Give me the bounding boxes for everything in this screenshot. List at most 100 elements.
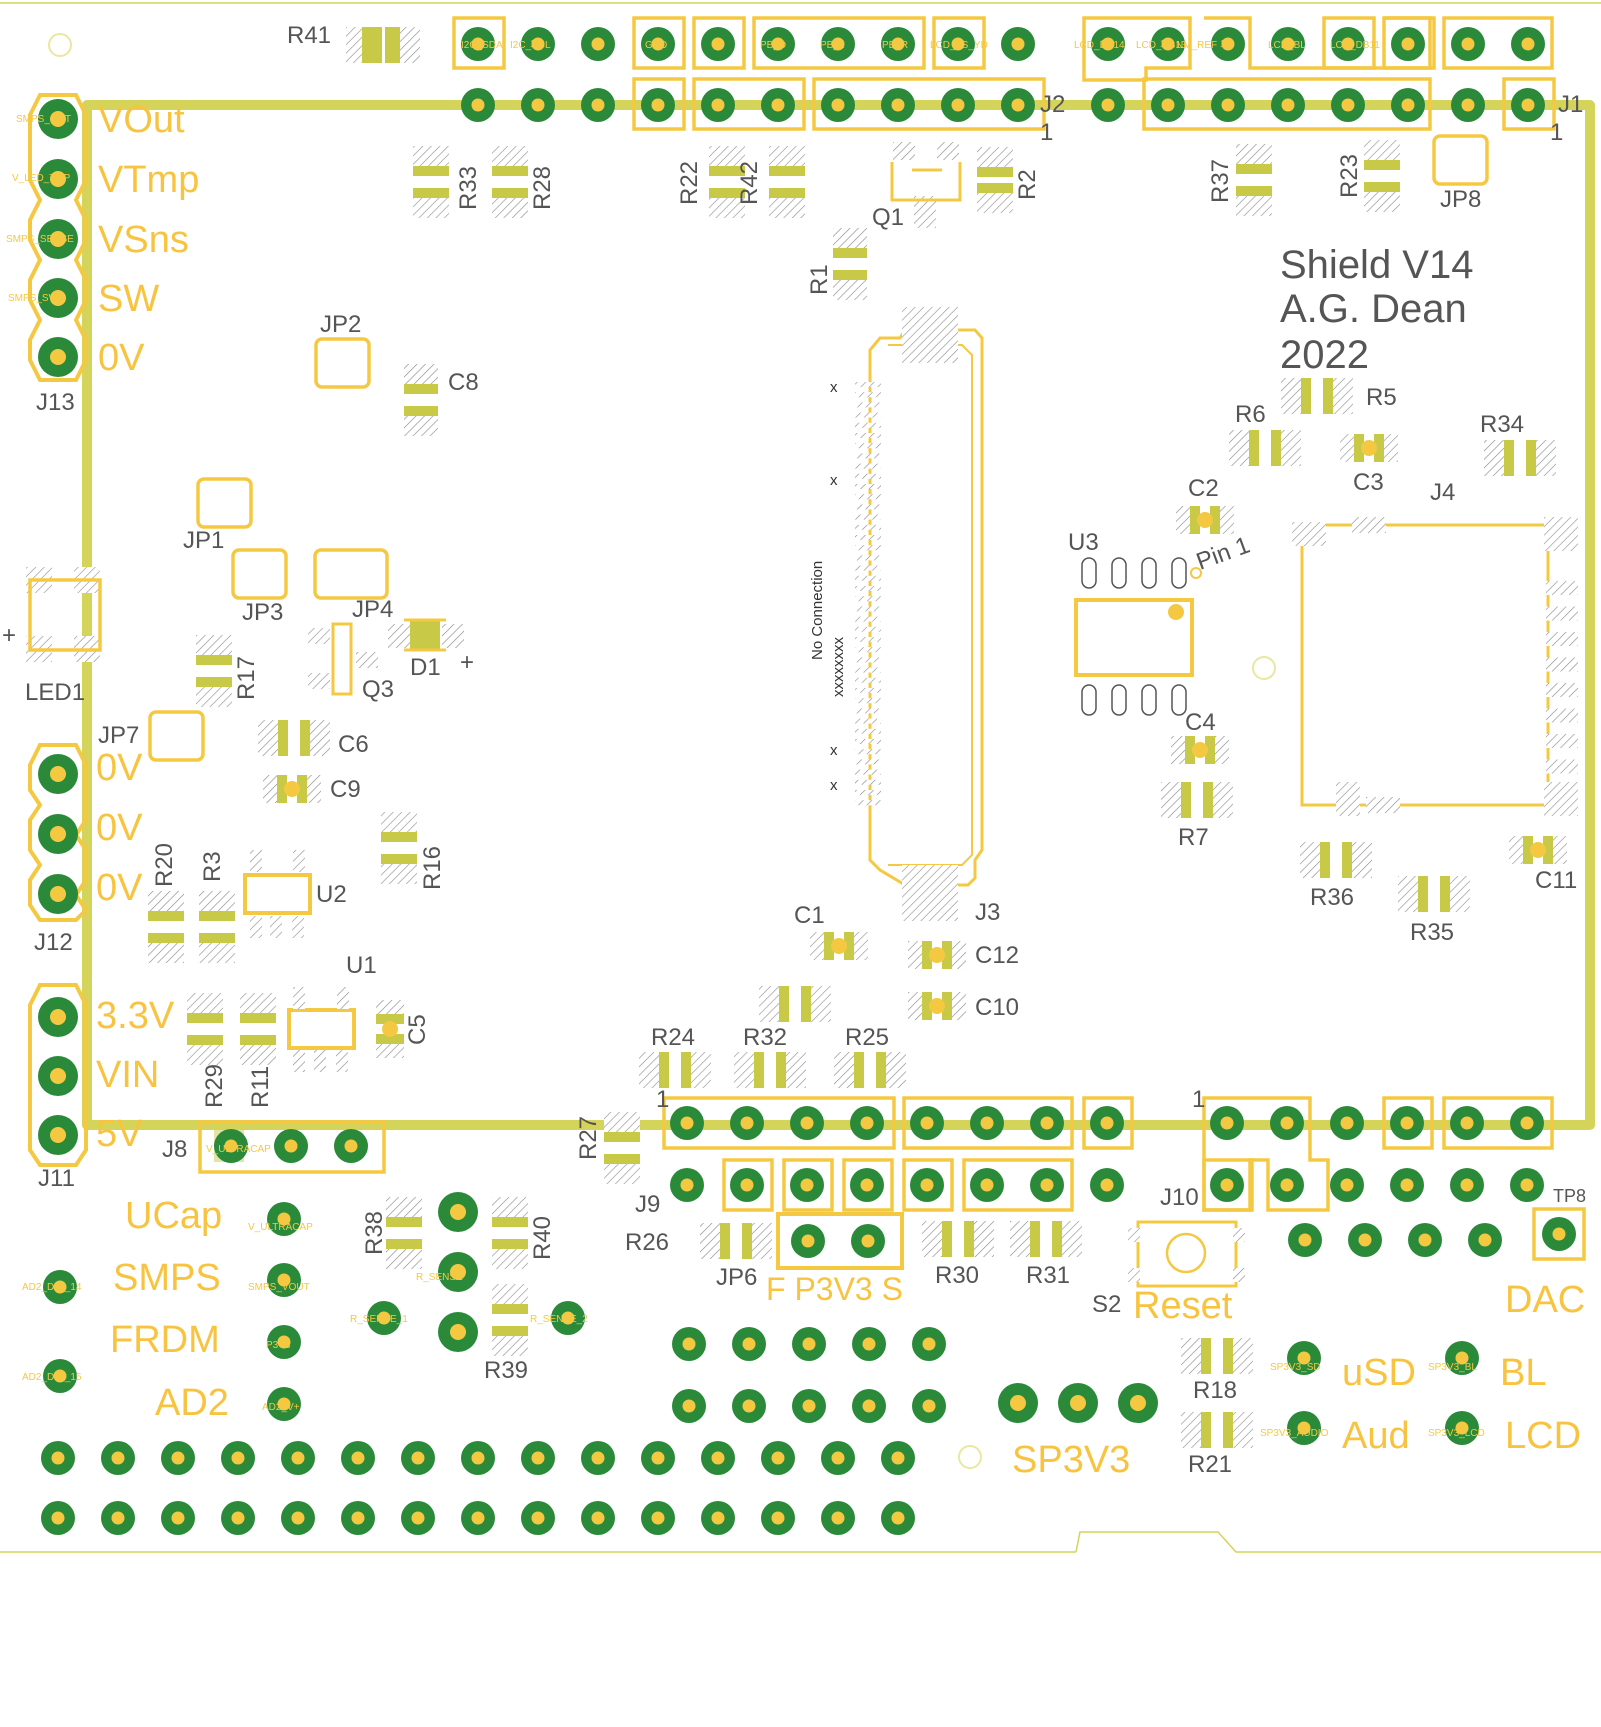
u3-pin1-label: Pin 1	[1193, 532, 1254, 576]
ad2-via	[521, 1501, 555, 1535]
jp6-refdes: JP6	[716, 1264, 757, 1291]
net-pb-l: PB_L	[820, 40, 845, 51]
r39-part	[492, 1284, 528, 1356]
board-outline	[0, 2, 1601, 1553]
header-via	[1030, 1168, 1064, 1202]
c4-part	[1171, 736, 1229, 764]
r7-part	[1161, 782, 1233, 818]
ad2-via	[341, 1501, 375, 1535]
lcd-label: LCD	[1505, 1415, 1581, 1457]
ad2-via	[521, 1441, 555, 1475]
ad2-via	[912, 1327, 946, 1361]
ad2-via	[461, 1501, 495, 1535]
j3-pin	[855, 545, 881, 551]
label-ad2: AD2	[155, 1382, 229, 1424]
pin-top-j1-10: 10	[1281, 39, 1293, 50]
c1-refdes: C1	[794, 902, 825, 929]
q3	[308, 622, 378, 696]
net-ad2-dio-14: AD2_DIO_14	[22, 1282, 82, 1293]
j9-pin1: 1	[656, 1086, 669, 1113]
ad2-via	[41, 1441, 75, 1475]
r21-part	[1181, 1412, 1253, 1448]
j3-pin	[855, 688, 881, 693]
net-ad2-dio-15: AD2_DIO_15	[22, 1372, 82, 1383]
r6-part	[1229, 430, 1301, 466]
r23-refdes: R23	[1336, 154, 1363, 198]
r37-part	[1236, 144, 1272, 216]
pin-top-j1-6: 6	[1404, 39, 1410, 50]
r2-refdes: R2	[1014, 169, 1041, 200]
ad2-via	[761, 1501, 795, 1535]
j3-pin	[855, 524, 881, 530]
j3-pin	[855, 433, 881, 438]
r22-part	[709, 146, 745, 218]
led1-refdes: LED1	[25, 679, 85, 706]
c5-refdes: C5	[404, 1014, 431, 1045]
r29-part	[187, 993, 223, 1065]
j3-pin	[855, 484, 881, 489]
u3-ic	[1074, 557, 1202, 716]
r18-refdes: R18	[1193, 1377, 1237, 1404]
u2-refdes: U2	[316, 881, 347, 908]
sp3v3-label: SP3V3	[1012, 1439, 1130, 1481]
u1	[287, 987, 356, 1072]
j3-pin	[855, 596, 881, 602]
j2-pin1: 1	[1040, 119, 1053, 146]
header-via	[850, 1168, 884, 1202]
r17-part	[196, 635, 232, 707]
net-sp3v3-audio: SP3V3_AUDIO	[1260, 1428, 1329, 1439]
mount-hole-1	[48, 33, 72, 57]
j12-refdes: J12	[34, 929, 73, 956]
q1	[890, 142, 962, 228]
r38-refdes: R38	[361, 1211, 388, 1255]
net-i2c-scl: I2C_SCL	[510, 40, 551, 51]
led1-plus: +	[2, 622, 16, 649]
header-via	[1390, 1168, 1424, 1202]
r30-refdes: R30	[935, 1262, 979, 1289]
j3-refdes: J3	[975, 899, 1000, 926]
pin-top-j1-4: 4	[1464, 39, 1470, 50]
r33-part	[413, 146, 449, 218]
d1-plus: +	[460, 649, 474, 676]
header-via	[910, 1168, 944, 1202]
j3-pin	[855, 769, 881, 775]
c3-part	[1340, 434, 1398, 462]
r32-extra-part	[759, 986, 831, 1022]
mount-hole-3	[958, 1445, 982, 1469]
header-via	[670, 1168, 704, 1202]
net-lcd-db11: LCD_DB11	[1330, 40, 1380, 51]
j13-label-vsns: VSns	[98, 219, 189, 261]
j1-pin1: 1	[1550, 119, 1563, 146]
d1	[388, 618, 464, 652]
ad2-via	[641, 1441, 675, 1475]
r31-part	[1010, 1221, 1082, 1257]
r20-refdes: R20	[151, 843, 178, 887]
j3-pin	[855, 514, 881, 520]
r25-refdes: R25	[845, 1024, 889, 1051]
mount-hole-2	[1252, 656, 1276, 680]
c10-part	[908, 992, 966, 1020]
r42-part	[769, 146, 805, 218]
j3-pin	[855, 494, 881, 500]
j4-pin	[1546, 683, 1578, 697]
r28-refdes: R28	[529, 166, 556, 210]
aud-label: Aud	[1342, 1415, 1410, 1457]
r22-refdes: R22	[676, 161, 703, 205]
j3-pin	[855, 790, 881, 795]
r35-refdes: R35	[1410, 919, 1454, 946]
r28-part	[492, 146, 528, 218]
ad2-via	[852, 1327, 886, 1361]
header-via	[1210, 1168, 1244, 1202]
c6-part	[258, 720, 330, 756]
j3-pin	[855, 698, 881, 704]
r3-part	[199, 891, 235, 963]
net-v-ultracap: V_ULTRACAP	[248, 1222, 313, 1233]
f-p3v3-s-jumper	[776, 1212, 904, 1270]
r34-part	[1484, 440, 1556, 476]
j3-pin	[855, 402, 881, 408]
j4-pin	[1546, 606, 1578, 621]
label-ucap: UCap	[125, 1195, 222, 1237]
pin-top-18: 18	[530, 39, 542, 50]
j8-header	[198, 1120, 386, 1174]
header-via	[1510, 1106, 1544, 1140]
